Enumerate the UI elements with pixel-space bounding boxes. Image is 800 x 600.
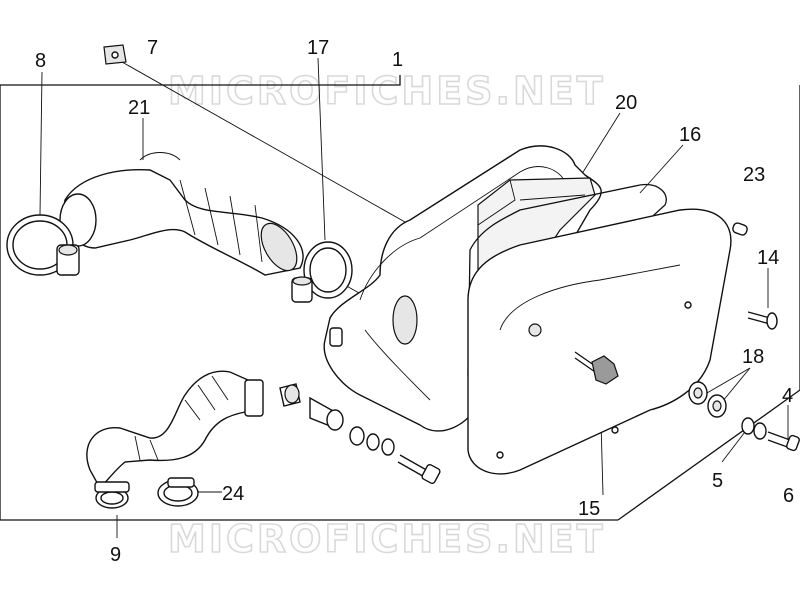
screw-14 [747,311,778,330]
callout-18: 18 [742,346,764,368]
rear-bolt-set [741,417,800,452]
watermark-top: MICROFICHES.NET [168,69,606,113]
leader-lines [39,57,789,538]
pin-23 [732,222,748,236]
hose-clamp-17 [291,241,353,303]
callout-6: 6 [783,485,794,507]
callout-23: 23 [743,164,765,186]
watermark-bottom: MICROFICHES.NET [168,517,606,561]
callout-15: 15 [578,498,600,520]
callout-8: 8 [35,50,46,72]
callout-17: 17 [307,37,329,59]
air-box-cover [467,208,732,475]
callout-4: 4 [782,385,793,407]
breather-hose [86,370,264,509]
callout-24: 24 [222,483,244,505]
callout-20: 20 [615,92,637,114]
assembly-frame [0,75,800,521]
intake-duct [59,152,304,276]
callout-1: 1 [392,49,403,71]
callout-5: 5 [712,470,723,492]
lower-bolt-set [349,426,441,484]
callout-labels: 1 4 5 6 7 8 9 14 15 16 17 18 20 21 23 24 [35,37,794,566]
nut-clip-7 [103,44,127,65]
hose-clamp-24 [157,477,199,507]
grommets-18 [688,381,727,418]
callout-21: 21 [128,97,150,119]
hose-clamp-8 [6,214,80,276]
callout-7: 7 [147,37,158,59]
cover-knob-screw [574,351,619,385]
callout-9: 9 [110,544,121,566]
bushing [279,383,301,407]
callout-16: 16 [679,124,701,146]
callout-14: 14 [757,247,779,269]
